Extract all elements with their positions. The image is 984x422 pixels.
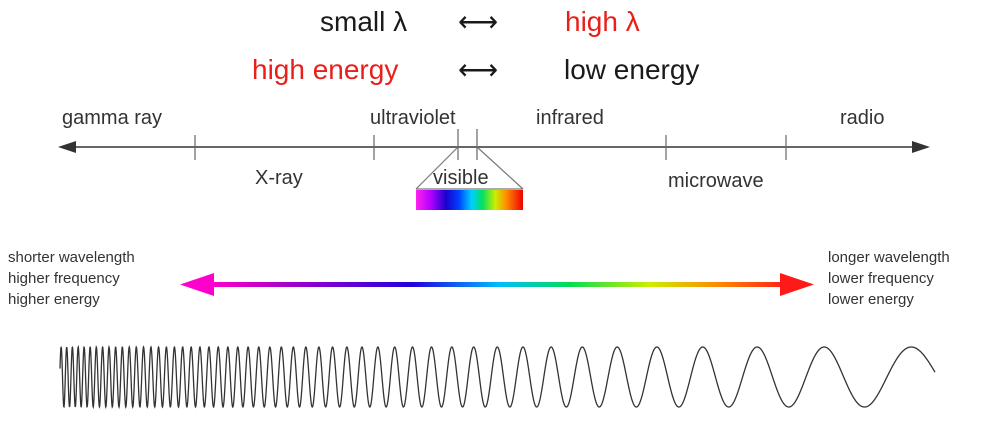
double-arrow-symbol-2: ⟷ <box>458 54 499 85</box>
high-lambda-label: high λ <box>565 6 640 37</box>
zoom-line-right <box>476 146 524 190</box>
x-ray-label: X-ray <box>255 167 303 189</box>
right-descriptor-line-2: lower frequency <box>828 270 934 287</box>
left-descriptor-line-2: higher frequency <box>8 270 120 287</box>
low-energy-label: low energy <box>564 54 700 85</box>
zoom-line-left <box>415 146 459 190</box>
right-descriptor-line-3: lower energy <box>828 291 914 308</box>
ultraviolet-label: ultraviolet <box>370 107 456 129</box>
microwave-label: microwave <box>668 170 764 192</box>
infrared-label: infrared <box>536 107 604 129</box>
rainbow-arrow-left-head <box>180 273 214 296</box>
small-lambda-label: small λ <box>320 6 408 37</box>
left-descriptor-line-1: shorter wavelength <box>8 249 135 266</box>
visible-label: visible <box>433 167 489 189</box>
double-arrow-symbol-1: ⟷ <box>458 6 499 37</box>
axis-left-arrowhead <box>58 141 76 153</box>
visible-color-band <box>416 190 523 210</box>
rainbow-arrow <box>180 273 814 296</box>
spectrum-axis <box>58 129 930 160</box>
radio-label: radio <box>840 107 885 129</box>
gamma-ray-label: gamma ray <box>62 107 163 129</box>
em-wave <box>59 344 936 410</box>
visible-zoom <box>415 146 524 210</box>
axis-right-arrowhead <box>912 141 930 153</box>
right-descriptor-line-1: longer wavelength <box>828 249 950 266</box>
rainbow-arrow-right-head <box>780 273 814 296</box>
left-descriptor-line-3: higher energy <box>8 291 100 308</box>
rainbow-arrow-shaft <box>210 282 788 287</box>
high-energy-label: high energy <box>252 54 399 85</box>
